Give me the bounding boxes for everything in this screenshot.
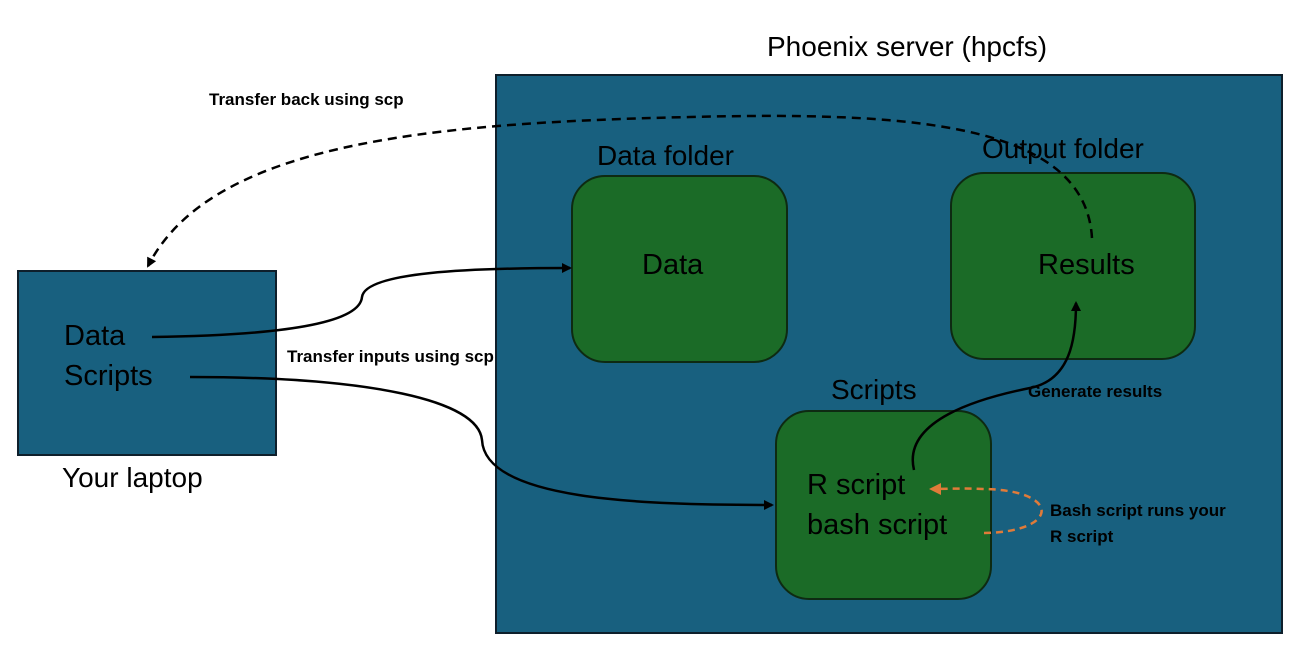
transfer-inputs-label: Transfer inputs using scp: [287, 347, 494, 366]
data-folder-title: Data folder: [597, 140, 734, 171]
laptop-scripts-label: Scripts: [64, 360, 153, 392]
bash-runs-label-line2: R script: [1050, 527, 1114, 546]
laptop-data-label: Data: [64, 320, 126, 352]
scripts-folder-title: Scripts: [831, 374, 917, 405]
transfer-back-label: Transfer back using scp: [209, 90, 404, 109]
laptop-caption: Your laptop: [62, 462, 203, 493]
output-folder-title: Output folder: [982, 133, 1144, 164]
r-script-label: R script: [807, 469, 906, 501]
server-title: Phoenix server (hpcfs): [767, 31, 1048, 62]
output-folder-content: Results: [1038, 249, 1135, 281]
bash-runs-label-line1: Bash script runs your: [1050, 501, 1226, 520]
generate-results-label: Generate results: [1028, 382, 1163, 401]
data-folder-content: Data: [642, 249, 704, 281]
bash-script-label: bash script: [807, 509, 948, 541]
